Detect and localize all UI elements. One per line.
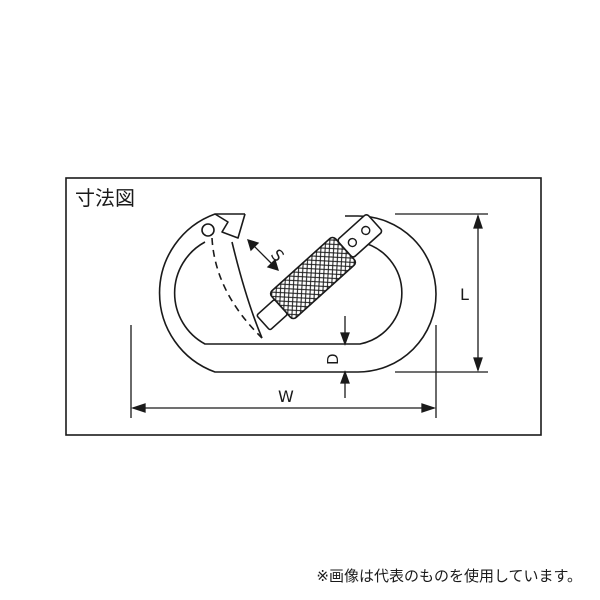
dimension-s-arrow-end — [266, 258, 279, 271]
screw-lock-gate — [256, 213, 383, 331]
dimension-w-arrow-right — [421, 403, 437, 413]
diagram-heading: 寸法図 — [75, 186, 135, 210]
dimension-w-label: W — [278, 387, 294, 406]
gate-side-wall — [231, 241, 263, 339]
carabiner-nose — [214, 213, 246, 239]
dimension-d-arrow-top — [340, 332, 350, 346]
carabiner-inner-edge — [173, 241, 403, 345]
dimension-l — [395, 213, 488, 373]
gate-tip — [256, 299, 288, 331]
dimension-d-label: D — [324, 353, 342, 365]
dimension-s-arrow-start — [247, 239, 260, 252]
dimension-l-arrow-bottom — [473, 357, 483, 373]
carabiner-illustration — [158, 213, 437, 373]
dimension-l-arrow-top — [473, 213, 483, 229]
diagram-frame — [65, 177, 542, 436]
gate-pin-1 — [347, 237, 358, 248]
hinge-rivet — [201, 223, 215, 237]
dimension-w — [130, 325, 437, 418]
dimension-s — [247, 239, 279, 271]
dimension-d-arrow-bottom — [340, 370, 350, 384]
dimension-d — [340, 316, 350, 398]
representative-image-note: ※画像は代表のものを使用しています。 — [316, 567, 582, 585]
dimension-w-arrow-left — [130, 403, 146, 413]
carabiner-outer-edge — [158, 213, 437, 373]
gate-hinge-block — [337, 213, 383, 258]
gate-open-path — [211, 237, 263, 339]
gate-pin-2 — [361, 225, 371, 236]
dimension-l-label: L — [460, 285, 469, 304]
